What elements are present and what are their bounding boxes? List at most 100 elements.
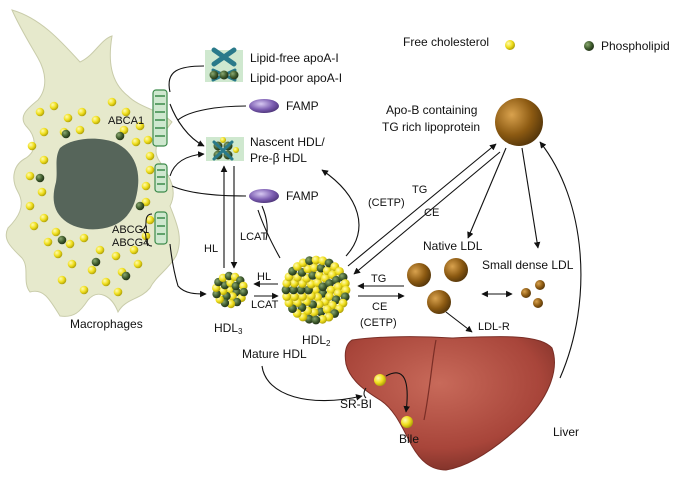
cholesterol-droplet xyxy=(141,181,151,191)
cholesterol-droplet xyxy=(77,107,87,117)
cholesterol-droplet xyxy=(79,285,89,295)
abca1-transporter xyxy=(152,89,168,147)
hdl2-lipid xyxy=(311,255,321,265)
ldl-to-receptor-arrow xyxy=(445,311,473,333)
small-ldl-particle-2 xyxy=(535,280,545,290)
cholesterol-droplet xyxy=(91,115,101,125)
hl-mid-label: HL xyxy=(257,271,271,283)
cholesterol-droplet xyxy=(35,107,45,117)
hdl2-lipid xyxy=(322,305,332,314)
legend-phospholipid-icon xyxy=(584,41,594,51)
hdl2-lipid xyxy=(282,292,292,301)
hdl3-lipid xyxy=(239,281,248,291)
cholesterol-droplet xyxy=(107,97,117,107)
cholesterol-droplet xyxy=(43,237,53,247)
cholesterol-droplet xyxy=(145,165,155,175)
liver-to-apob-arrow xyxy=(539,141,582,379)
hdl2-lipid xyxy=(340,279,350,288)
abca1-label: ABCA1 xyxy=(108,115,144,127)
cholesterol-droplet xyxy=(101,277,111,287)
lipid-free-apoa1-icon xyxy=(211,47,237,67)
hdl2-to-nascent-arrow xyxy=(321,169,360,257)
ce-upper-label: CE xyxy=(424,207,439,219)
liver-to-bile-arrow xyxy=(385,372,411,413)
cholesterol-droplet xyxy=(113,287,123,297)
ce-transfer-upper-arrow xyxy=(353,151,501,275)
small-ldl-particle-1 xyxy=(521,288,531,298)
cholesterol-droplet xyxy=(131,137,141,147)
native-ldl-particle-2 xyxy=(444,258,468,282)
hdl3-lipid xyxy=(239,287,248,297)
sr-bi-label: SR-BI xyxy=(340,397,372,411)
phospholipid-droplet xyxy=(91,257,101,267)
abcg-brace xyxy=(139,213,153,247)
cholesterol-droplet xyxy=(63,113,73,123)
cetp-upper-label: (CETP) xyxy=(368,197,405,209)
cholesterol-droplet xyxy=(67,259,77,269)
famp-to-lcat-line xyxy=(261,205,268,241)
cholesterol-droplet xyxy=(39,155,49,165)
ce-lower-label: CE xyxy=(372,301,387,313)
cholesterol-droplet xyxy=(135,121,145,131)
legend-free-cholesterol-icon xyxy=(505,40,515,50)
hdl2-label: HDL2 xyxy=(302,333,331,348)
hdl2-lipid xyxy=(311,285,321,295)
small-dense-ldl-label: Small dense LDL xyxy=(482,258,574,272)
nascent-hdl-particle xyxy=(212,137,239,161)
abcg1-to-nascent-hdl-arrow xyxy=(169,151,205,177)
hdl2-lipid xyxy=(310,263,319,272)
cholesterol-droplet xyxy=(111,251,121,261)
pre-beta-hdl-label: Pre-β HDL xyxy=(250,151,307,165)
native-ldl-particle-1 xyxy=(407,263,431,287)
cholesterol-droplet xyxy=(25,171,35,181)
hdl2-lipid xyxy=(318,314,327,324)
cholesterol-droplet xyxy=(79,233,89,243)
cholesterol-droplet xyxy=(121,107,131,117)
nascent-hdl-label: Nascent HDL/ xyxy=(250,135,325,149)
famp-bottom-icon xyxy=(249,189,279,203)
hdl2-lipid xyxy=(314,300,324,309)
phospholipid-droplet xyxy=(135,201,145,211)
cetp-lower-label: (CETP) xyxy=(360,317,397,329)
apob-lipoprotein xyxy=(495,98,543,146)
lipid-poor-apoa1-icon xyxy=(209,68,239,82)
macrophages-label: Macrophages xyxy=(70,317,143,331)
hdl3-lipid xyxy=(231,281,240,291)
cholesterol-droplet xyxy=(65,239,75,249)
apob-label-line2: TG rich lipoprotein xyxy=(382,120,480,134)
abca1-to-nascent-hdl-arrow xyxy=(169,103,205,147)
cholesterol-droplet xyxy=(143,135,153,145)
macrophage-nucleus xyxy=(53,138,139,230)
lcat-upper-label: LCAT xyxy=(240,231,268,243)
small-ldl-particle-3 xyxy=(533,298,543,308)
hdl3-lipid xyxy=(212,289,221,299)
cholesterol-droplet xyxy=(53,249,63,259)
cholesterol-droplet xyxy=(39,127,49,137)
legend-free-cholesterol-label: Free cholesterol xyxy=(403,35,489,49)
abcg1-label: ABCG1 xyxy=(112,224,149,236)
phospholipid-droplet xyxy=(35,173,45,183)
cholesterol-droplet xyxy=(29,221,39,231)
cholesterol-droplet xyxy=(27,141,37,151)
bile-particle xyxy=(401,416,413,428)
liver-cholesterol-particle xyxy=(374,374,386,386)
hdl2-lipid xyxy=(325,292,334,301)
hdl2-lipid xyxy=(305,256,314,266)
tg-upper-label: TG xyxy=(412,184,427,196)
cholesterol-droplet xyxy=(133,259,143,269)
macrophage-lipid-droplets xyxy=(25,97,155,297)
cholesterol-droplet xyxy=(145,151,155,161)
liver-organ xyxy=(344,336,555,471)
famp-top-label: FAMP xyxy=(286,99,319,113)
lcat-to-hdl2-line xyxy=(257,209,281,259)
hdl2-lipid xyxy=(333,282,343,292)
hdl2-particle xyxy=(281,255,351,325)
abcg4-transporter xyxy=(154,211,168,245)
ldl-r-label: LDL-R xyxy=(478,321,510,333)
lipid-poor-apoa1-label: Lipid-poor apoA-I xyxy=(250,71,342,85)
bile-label: Bile xyxy=(399,432,419,446)
cholesterol-droplet xyxy=(49,101,59,111)
sr-bi-receptor-icon xyxy=(363,387,367,399)
